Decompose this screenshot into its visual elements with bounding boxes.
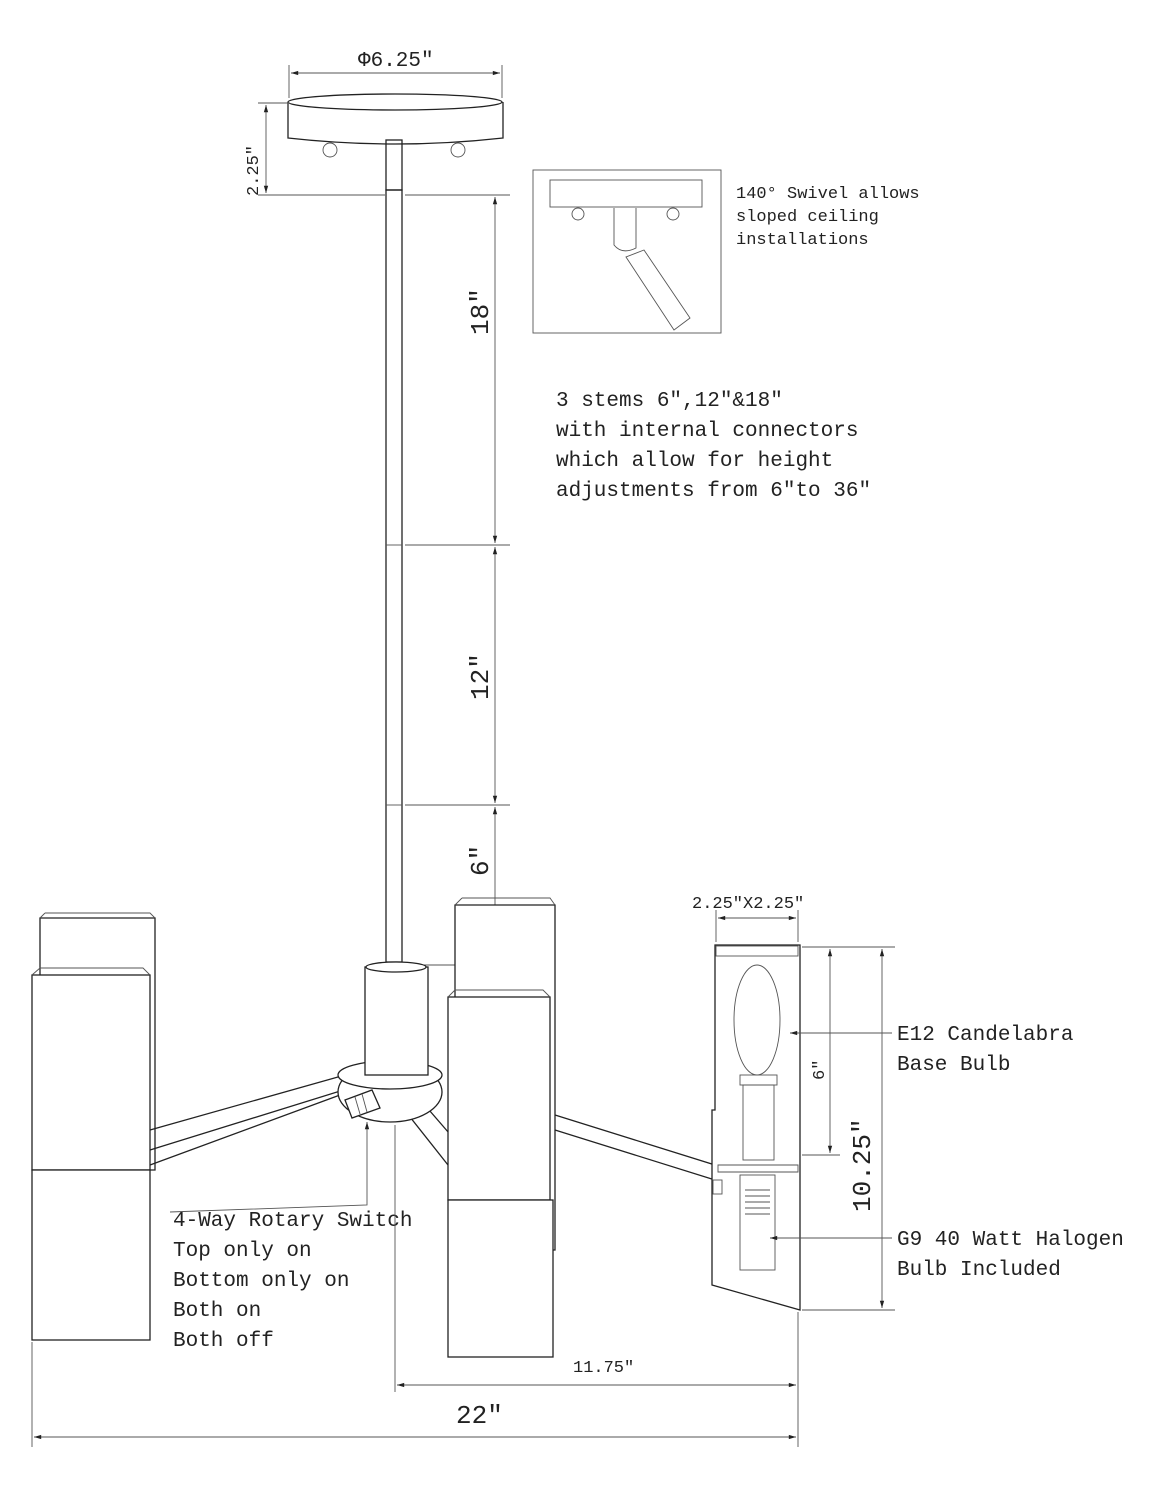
stems-note-line: with internal connectors [556,420,858,443]
stem-12-label: 12" [466,653,496,700]
halogen-note-line: G9 40 Watt Halogen [897,1229,1124,1252]
switch-note-line: Both off [173,1330,274,1353]
switch-note-line: Top only on [173,1240,312,1263]
stem-6-label: 6" [466,845,496,876]
arm-reach-label: 11.75" [573,1359,634,1378]
candelabra-note-line: E12 Candelabra [897,1024,1073,1047]
switch-note-line: 4-Way Rotary Switch [173,1210,412,1233]
canopy-diameter-label: Φ6.25" [358,50,434,73]
switch-note-line: Bottom only on [173,1270,349,1293]
overall-width-label: 22" [456,1401,503,1431]
candelabra-note-line: Base Bulb [897,1054,1010,1077]
swivel-note-line: 140° Swivel allows [736,185,920,204]
switch-note-line: Both on [173,1300,261,1323]
stems-note-line: adjustments from 6″to 36″ [556,480,871,503]
canopy-diameter-dimension: Φ6.25" [288,50,503,98]
stem [385,189,403,963]
canopy-height-dimension: 2.25" [245,102,385,196]
swivel-note-line: sloped ceiling [736,208,879,227]
bulb-height-dimension: 6" 10.25" [802,946,895,1311]
shade-size-label: 2.25"X2.25" [692,895,804,914]
width-dimensions: 11.75" 22" [31,1125,799,1447]
stem-18-label: 18" [466,288,496,335]
shade-size-dimension: 2.25"X2.25" [692,895,804,942]
canopy [287,93,504,191]
swivel-inset [532,169,722,334]
rotary-switch-knob [344,1089,381,1119]
stems-note-line: which allow for height [556,450,833,473]
switch-leader [169,1121,370,1213]
bulb-height-label: 6" [811,1060,830,1080]
right-shade-detail [711,944,801,1311]
halogen-note-line: Bulb Included [897,1259,1061,1282]
shade-height-label: 10.25" [848,1118,878,1212]
swivel-note-line: installations [736,231,869,250]
stem-dimensions: 18" 12" 6" [405,194,510,966]
stems-note-line: 3 stems 6″,12″&18″ [556,390,783,413]
canopy-height-label: 2.25" [245,145,264,196]
front-shades [31,967,554,1358]
